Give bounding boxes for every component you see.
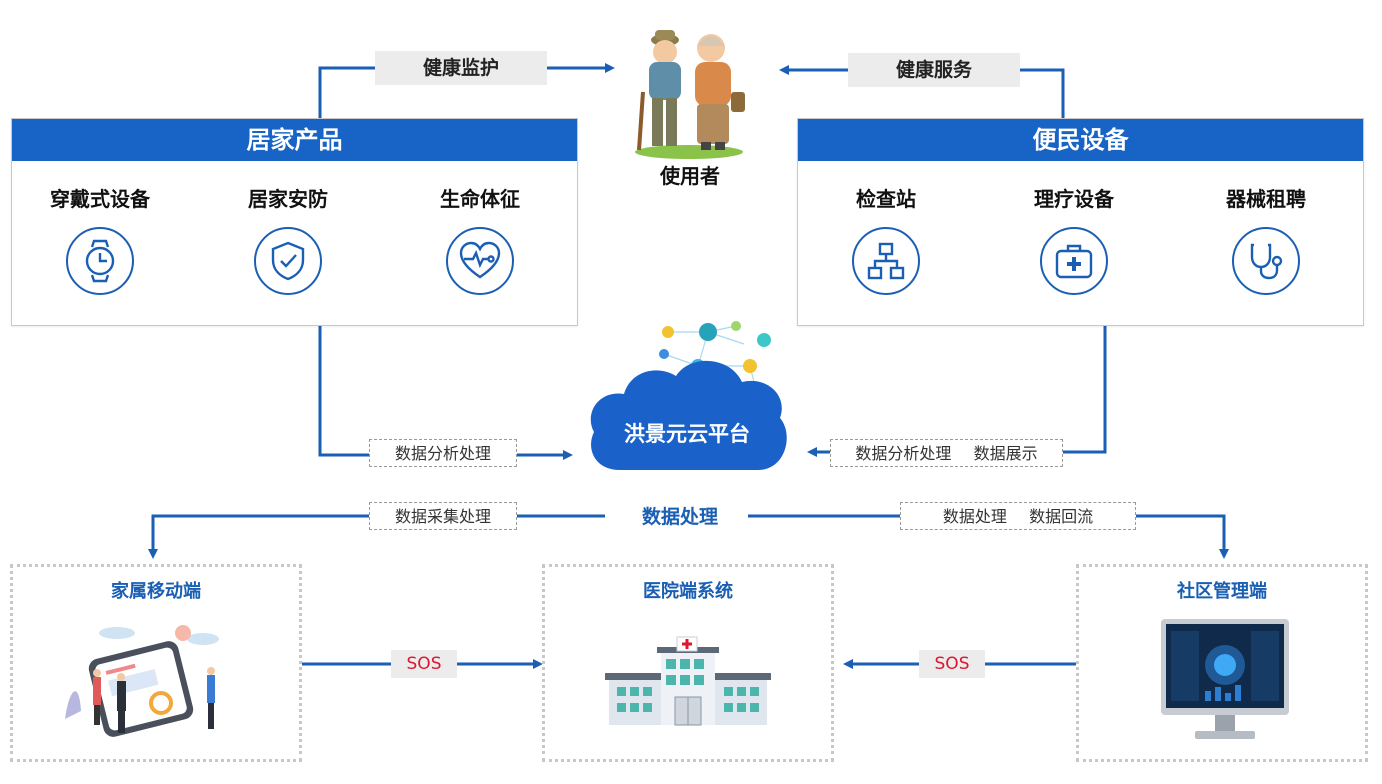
- feature-vital-signs: 生命体征: [400, 185, 560, 295]
- cloud-platform: 洪景元云平台: [580, 310, 794, 480]
- feature-label: 检查站: [856, 187, 916, 211]
- cloud-icon: [590, 321, 787, 470]
- feature-label: 居家安防: [248, 187, 328, 211]
- shield-icon: [254, 227, 322, 295]
- feature-wearable: 穿戴式设备: [20, 185, 180, 295]
- tag-text: 数据展示: [973, 444, 1038, 463]
- feature-equipment-rental: 器械租聘: [1186, 185, 1346, 295]
- hospital-system-box: 医院端系统: [542, 564, 834, 762]
- arrow-data-analysis-left: [318, 326, 573, 460]
- tag-text: 数据处理: [942, 507, 1007, 526]
- feature-label: 生命体征: [440, 187, 520, 211]
- data-collect-tag: 数据采集处理: [369, 502, 517, 530]
- arrow-data-analysis-right: [807, 326, 1107, 457]
- public-devices-panel: 便民设备 检查站 理疗设备 器械租聘: [797, 118, 1364, 326]
- health-monitor-tag: 健康监护: [375, 51, 547, 85]
- public-devices-title: 便民设备: [798, 119, 1363, 161]
- feature-check-station: 检查站: [806, 185, 966, 295]
- hospital-system-title: 医院端系统: [643, 581, 733, 602]
- feature-home-security: 居家安防: [208, 185, 368, 295]
- network-icon: [852, 227, 920, 295]
- data-analysis-right-tag: 数据分析处理 数据展示: [830, 439, 1063, 467]
- home-products-panel: 居家产品 穿戴式设备 居家安防 生命体征: [11, 118, 578, 326]
- family-mobile-title: 家属移动端: [111, 581, 201, 602]
- home-products-title: 居家产品: [12, 119, 577, 161]
- tag-text: 数据分析处理: [855, 444, 952, 463]
- community-management-box: 社区管理端: [1076, 564, 1368, 762]
- cloud-label: 洪景元云平台: [624, 422, 750, 446]
- feature-label: 理疗设备: [1034, 187, 1114, 211]
- user-label: 使用者: [660, 164, 720, 188]
- data-analysis-left-tag: 数据分析处理: [369, 439, 517, 467]
- data-processing-label: 数据处理: [641, 506, 718, 528]
- community-management-title: 社区管理端: [1177, 581, 1267, 602]
- mobile-app-illustration: [57, 619, 237, 747]
- sos-right-tag: SOS: [919, 650, 985, 678]
- feature-therapy: 理疗设备: [994, 185, 1154, 295]
- monitor-dashboard-illustration: [1161, 619, 1291, 749]
- hospital-building-illustration: [603, 635, 773, 731]
- medical-kit-icon: [1040, 227, 1108, 295]
- watch-icon: [66, 227, 134, 295]
- elderly-couple-illustration: [627, 22, 751, 160]
- data-return-tag: 数据处理 数据回流: [900, 502, 1136, 530]
- heart-pulse-icon: [446, 227, 514, 295]
- health-service-tag: 健康服务: [848, 53, 1020, 87]
- tag-text: 数据回流: [1029, 507, 1094, 526]
- feature-label: 器械租聘: [1226, 187, 1306, 211]
- sos-left-tag: SOS: [391, 650, 457, 678]
- feature-label: 穿戴式设备: [50, 187, 150, 211]
- stethoscope-icon: [1232, 227, 1300, 295]
- family-mobile-box: 家属移动端: [10, 564, 302, 762]
